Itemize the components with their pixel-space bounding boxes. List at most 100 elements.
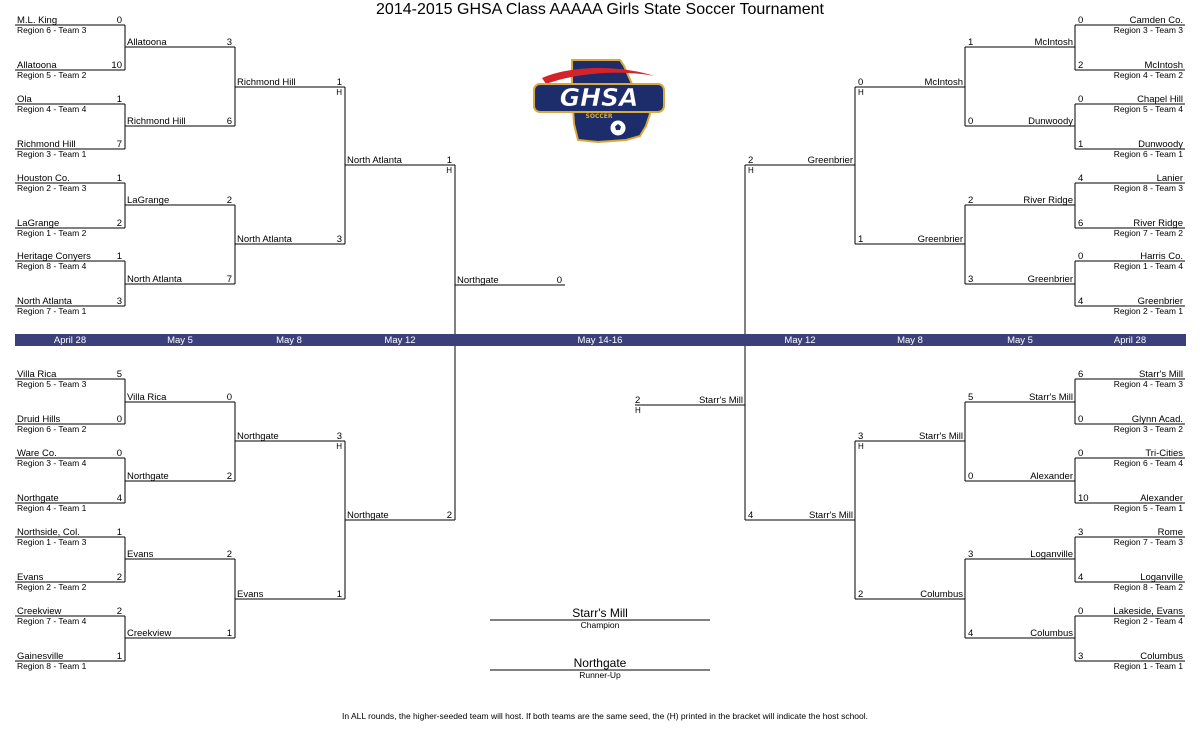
- team-seed: Region 3 - Team 4: [17, 458, 87, 468]
- team-score: 0: [117, 15, 122, 26]
- team-score: 2: [227, 471, 232, 482]
- team-seed: Region 4 - Team 1: [17, 503, 87, 513]
- team-name: Columbus: [1140, 651, 1183, 662]
- team-score: 4: [968, 628, 973, 639]
- team-name: M.L. King: [17, 15, 57, 26]
- team-name: Loganville: [1030, 549, 1073, 560]
- team-name: Richmond Hill: [127, 116, 186, 127]
- champion-name: Starr's Mill: [572, 606, 628, 620]
- team-score: 1: [117, 651, 122, 662]
- team-seed: Region 8 - Team 3: [1114, 183, 1184, 193]
- team-name: McIntosh: [1144, 60, 1183, 71]
- team-score: 2: [227, 195, 232, 206]
- team-score: 2: [447, 510, 452, 521]
- team-score: 6: [1078, 218, 1083, 229]
- runner-up-name: Northgate: [574, 656, 627, 670]
- team-seed: Region 6 - Team 3: [17, 25, 87, 35]
- team-score: 7: [227, 274, 232, 285]
- host-mark: H: [336, 88, 342, 97]
- team-name: North Atlanta: [17, 296, 73, 307]
- team-score: 0: [858, 77, 863, 88]
- red-swoosh-icon: [542, 67, 654, 84]
- team-seed: Region 8 - Team 4: [17, 261, 87, 271]
- host-mark: H: [446, 166, 452, 175]
- team-score: 10: [111, 60, 122, 71]
- host-mark: H: [858, 442, 864, 451]
- team-score: 0: [1078, 15, 1083, 26]
- team-seed: Region 6 - Team 1: [1114, 149, 1184, 159]
- team-seed: Region 8 - Team 2: [1114, 582, 1184, 592]
- team-score: 4: [1078, 173, 1083, 184]
- team-name: River Ridge: [1023, 195, 1073, 206]
- team-name: Evans: [17, 572, 44, 583]
- team-score: 2: [1078, 60, 1083, 71]
- team-score: 3: [1078, 527, 1083, 538]
- round-date-label: May 8: [276, 335, 302, 346]
- team-name: McIntosh: [1034, 37, 1073, 48]
- team-score: 7: [117, 139, 122, 150]
- team-name: LaGrange: [127, 195, 169, 206]
- team-name: Tri-Cities: [1145, 448, 1183, 459]
- team-name: Chapel Hill: [1137, 94, 1183, 105]
- team-score: 3: [968, 274, 973, 285]
- team-seed: Region 6 - Team 2: [17, 424, 87, 434]
- team-score: 2: [748, 155, 753, 166]
- team-score: 0: [117, 448, 122, 459]
- team-name: Lanier: [1157, 173, 1183, 184]
- team-seed: Region 4 - Team 3: [1114, 379, 1184, 389]
- team-name: Northside, Col.: [17, 527, 80, 538]
- round-date-label: April 28: [1114, 335, 1146, 346]
- team-score: 2: [858, 589, 863, 600]
- team-name: Harris Co.: [1140, 251, 1183, 262]
- footnote: In ALL rounds, the higher-seeded team wi…: [341, 711, 869, 721]
- team-name: Dunwoody: [1028, 116, 1073, 127]
- team-score: 5: [117, 369, 122, 380]
- team-seed: Region 3 - Team 3: [1114, 25, 1184, 35]
- team-name: Starr's Mill: [1139, 369, 1183, 380]
- team-score: 0: [968, 116, 973, 127]
- team-name: Richmond Hill: [17, 139, 76, 150]
- team-name: Lakeside, Evans: [1113, 606, 1183, 617]
- team-name: Gainesville: [17, 651, 63, 662]
- team-seed: Region 1 - Team 1: [1114, 661, 1184, 671]
- final-team-score: 0: [557, 275, 562, 286]
- team-score: 1: [337, 589, 342, 600]
- team-score: 2: [117, 606, 122, 617]
- team-name: Alexander: [1030, 471, 1073, 482]
- champion-label: Champion: [581, 620, 620, 630]
- team-name: Villa Rica: [127, 392, 167, 403]
- team-score: 4: [1078, 296, 1083, 307]
- team-seed: Region 5 - Team 4: [1114, 104, 1184, 114]
- team-score: 2: [968, 195, 973, 206]
- team-name: Starr's Mill: [1029, 392, 1073, 403]
- team-name: Ola: [17, 94, 33, 105]
- round-date-label: May 12: [784, 335, 815, 346]
- host-mark: H: [858, 88, 864, 97]
- team-score: 3: [337, 234, 342, 245]
- team-seed: Region 2 - Team 2: [17, 582, 87, 592]
- tournament-title: 2014-2015 GHSA Class AAAAA Girls State S…: [376, 1, 824, 18]
- team-score: 3: [337, 431, 342, 442]
- team-score: 1: [337, 77, 342, 88]
- team-name: Creekview: [127, 628, 171, 639]
- team-name: Evans: [127, 549, 154, 560]
- team-name: LaGrange: [17, 218, 59, 229]
- team-score: 1: [227, 628, 232, 639]
- team-score: 0: [1078, 414, 1083, 425]
- team-seed: Region 7 - Team 1: [17, 306, 87, 316]
- team-score: 4: [748, 510, 753, 521]
- team-score: 3: [968, 549, 973, 560]
- team-name: Columbus: [1030, 628, 1073, 639]
- team-seed: Region 5 - Team 1: [1114, 503, 1184, 513]
- round-date-label: May 5: [1007, 335, 1033, 346]
- team-score: 0: [227, 392, 232, 403]
- team-score: 10: [1078, 493, 1089, 504]
- team-seed: Region 4 - Team 4: [17, 104, 87, 114]
- host-mark: H: [635, 406, 641, 415]
- ghsa-soccer-logo: GHSA SOCCER: [528, 54, 670, 146]
- round-date-label: May 5: [167, 335, 193, 346]
- team-score: 0: [1078, 94, 1083, 105]
- team-name: Dunwoody: [1138, 139, 1183, 150]
- team-name: Allatoona: [17, 60, 57, 71]
- team-name: Northgate: [237, 431, 279, 442]
